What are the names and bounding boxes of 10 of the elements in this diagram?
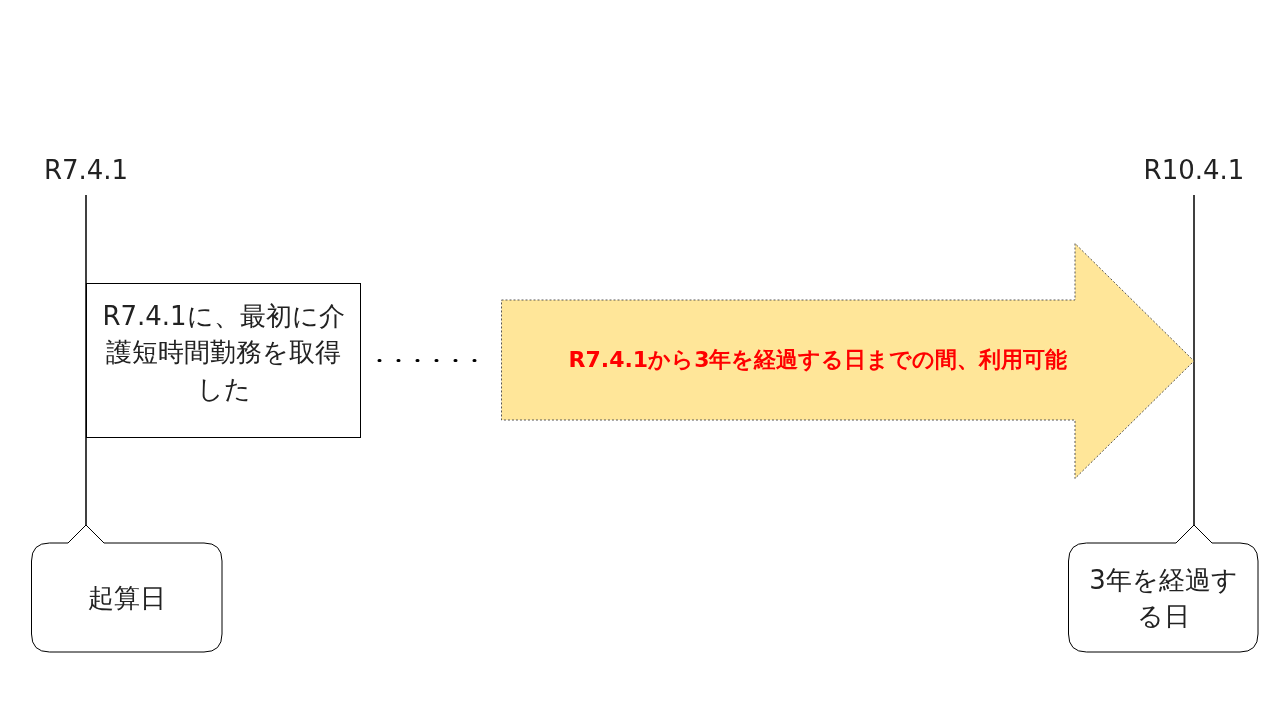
- callout-bubble: [1068, 525, 1259, 653]
- callout-bubble: [31, 525, 223, 653]
- period-arrow: [501, 243, 1195, 479]
- callout-text: 3年を経過する日: [1088, 563, 1239, 633]
- event-text: R7.4.1に、最初に介護短時間勤務を取得した: [101, 300, 346, 406]
- date-label: R10.4.1: [1142, 155, 1246, 185]
- period-text: R7.4.1から3年を経過する日までの間、利用可能: [568, 345, 1068, 374]
- event-box: [86, 283, 361, 438]
- callout-text: 起算日: [88, 581, 166, 615]
- date-label: R7.4.1: [42, 155, 130, 185]
